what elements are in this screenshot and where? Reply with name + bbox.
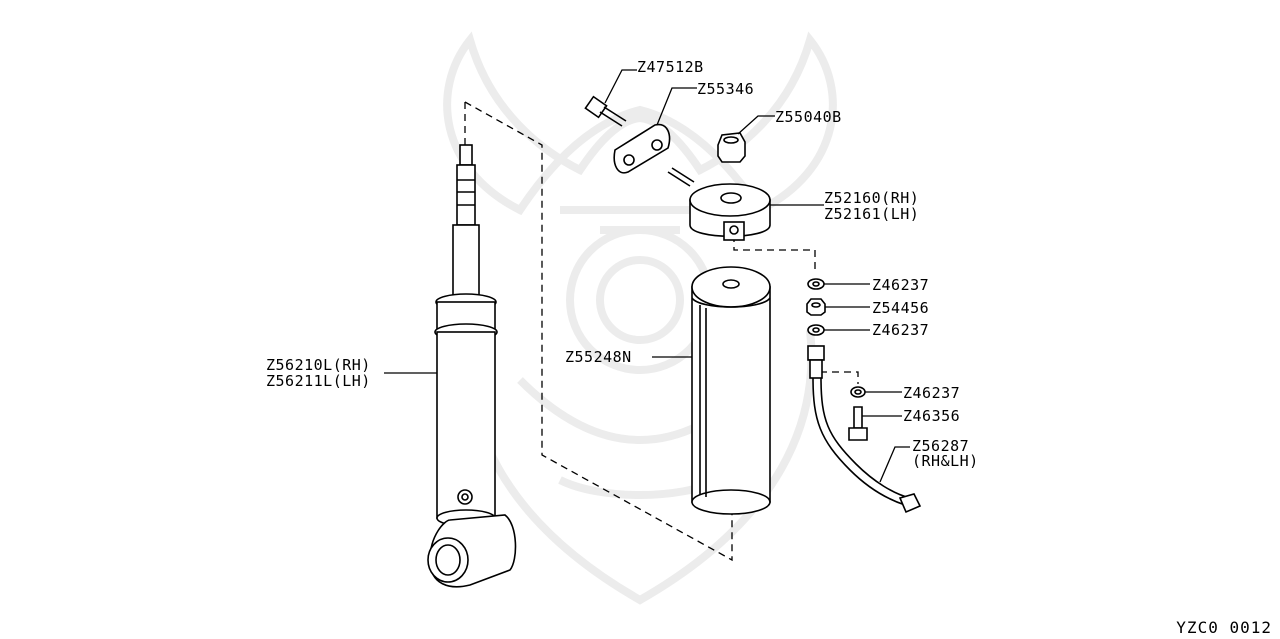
bracket-z55346 [613,123,695,187]
washer-z46237-b [807,324,825,336]
bolt-z46356 [848,406,868,441]
label-z55248n: Z55248N [565,348,632,366]
label-z46237-a: Z46237 [872,276,929,294]
part-labels: Z47512B Z55346 Z55040B Z52160(RH) Z52161… [266,58,979,470]
diagram-code: YZC0 0012 [1176,618,1272,637]
mount-z52160 [689,183,771,241]
guide-lines [464,101,859,562]
label-z46356: Z46356 [903,407,960,425]
nut-z54456 [806,298,826,316]
label-z54456: Z54456 [872,299,929,317]
nut-z55040b [717,132,746,163]
washer-z46237-a [807,278,825,290]
label-z47512b: Z47512B [637,58,704,76]
label-z46237-b: Z46237 [872,321,929,339]
bolt-z47512b [584,95,627,127]
label-z55346: Z55346 [697,80,754,98]
label-z55040b: Z55040B [775,108,842,126]
label-z56287: Z56287 [912,437,969,455]
label-z52161-lh: Z52161(LH) [824,205,919,223]
reservoir-z55248n [691,266,771,515]
leader-lines [384,69,910,483]
washer-z46237-c [850,386,866,398]
label-z56211l-lh: Z56211L(LH) [266,372,371,390]
label-z52160-rh: Z52160(RH) [824,189,919,207]
hose-z56287 [807,345,922,514]
label-z56210l-rh: Z56210L(RH) [266,356,371,374]
label-rh-lh: (RH&LH) [912,452,979,470]
shock-absorber [427,144,517,588]
label-z46237-c: Z46237 [903,384,960,402]
